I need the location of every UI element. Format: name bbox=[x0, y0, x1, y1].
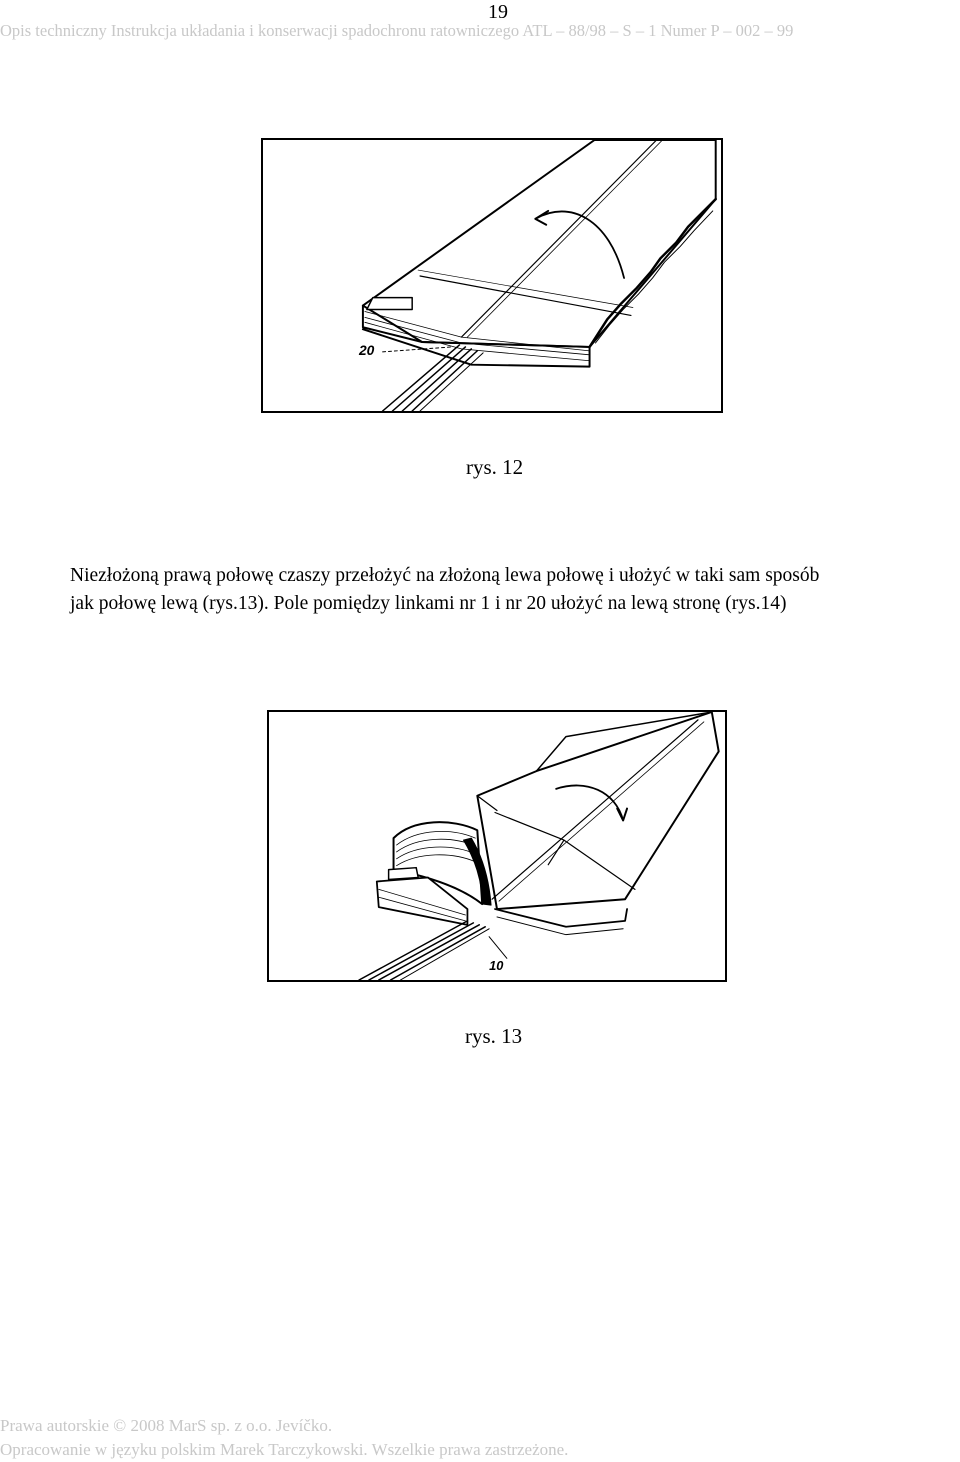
figure-13-illustration: 10 bbox=[267, 710, 727, 982]
figure-13-label: 10 bbox=[489, 958, 503, 973]
body-paragraph-line-2: jak połowę lewą (rys.13). Pole pomiędzy … bbox=[70, 593, 787, 614]
figure-12-drawing: 20 bbox=[358, 140, 717, 411]
footer-copyright: Prawa autorskie © 2008 MarS sp. z o.o. J… bbox=[0, 1416, 333, 1435]
body-paragraph: Niezłożoną prawą połowę czaszy przełożyć… bbox=[70, 562, 960, 618]
body-paragraph-line-1: Niezłożoną prawą połowę czaszy przełożyć… bbox=[70, 565, 820, 586]
figure-13-caption: rys. 13 bbox=[465, 1024, 523, 1048]
figure-12-caption: rys. 12 bbox=[466, 455, 524, 479]
figure-12-label: 20 bbox=[358, 343, 375, 358]
footer-translation-note: Opracowanie w języku polskim Marek Tarcz… bbox=[0, 1440, 569, 1459]
page-header: Opis techniczny Instrukcja układania i k… bbox=[0, 21, 794, 40]
figure-13-drawing: 10 bbox=[358, 712, 720, 980]
page-number: 19 bbox=[488, 1, 508, 23]
figure-12-illustration: 20 bbox=[261, 138, 723, 413]
page-footer: Prawa autorskie © 2008 MarS sp. z o.o. J… bbox=[0, 1414, 960, 1462]
